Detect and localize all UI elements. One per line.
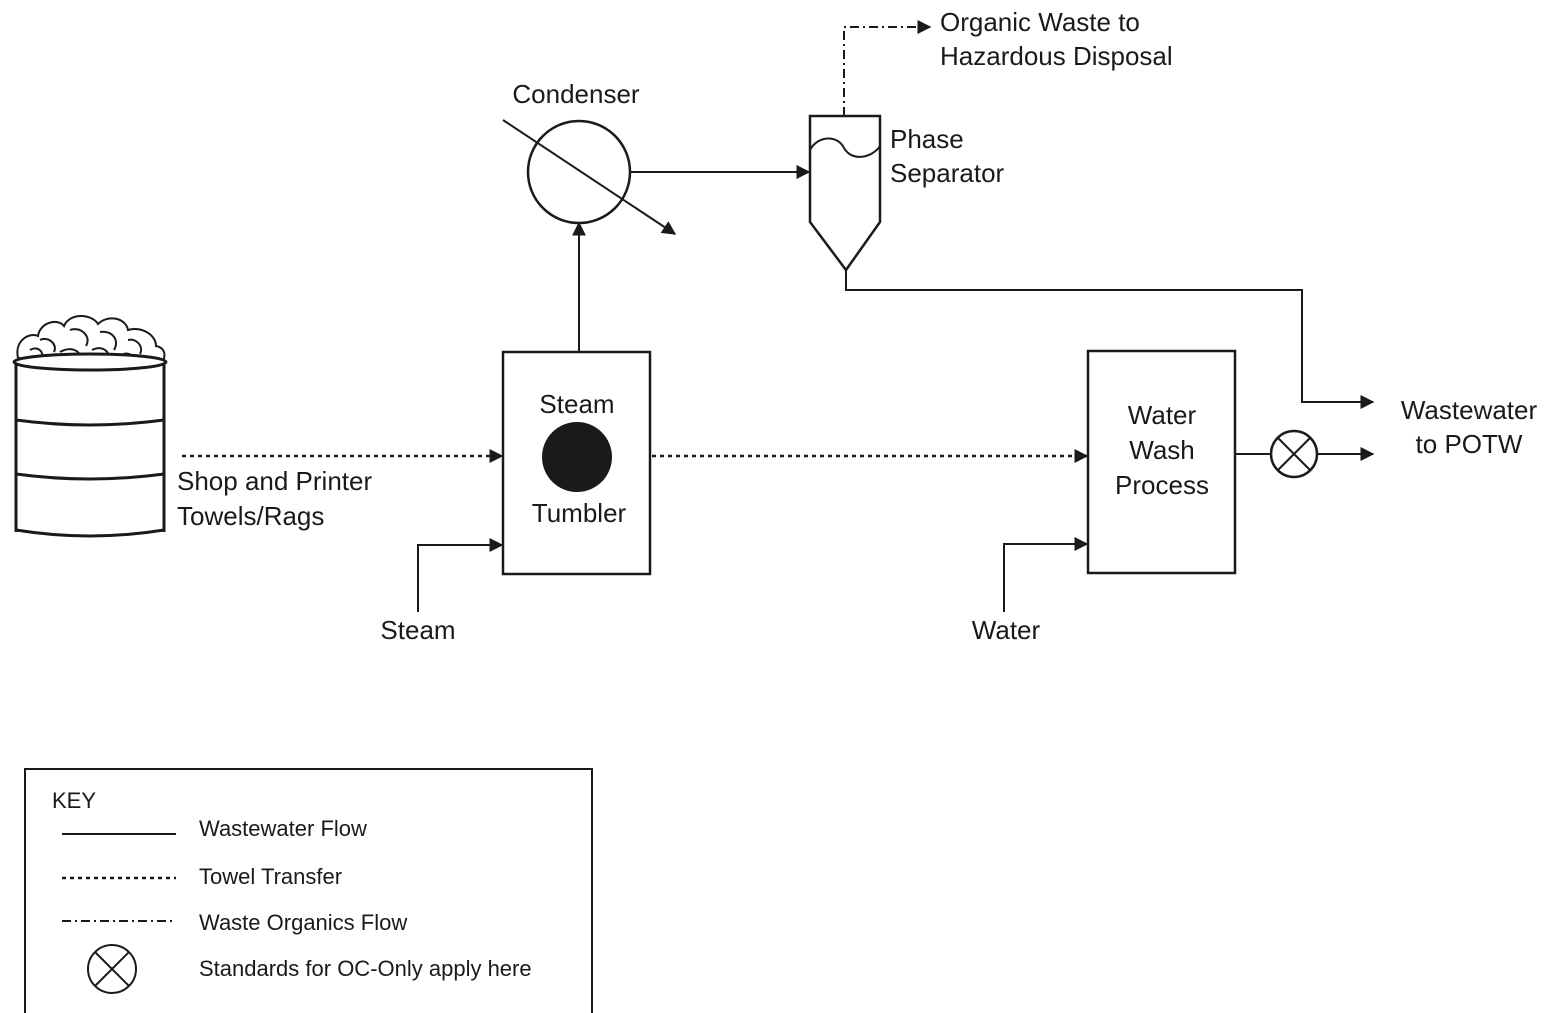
organic-waste-label-2: Hazardous Disposal [940,41,1173,71]
oc-only-standards-icon [1269,429,1319,479]
water-wash-label-3: Process [1115,470,1209,500]
legend-organics-label: Waste Organics Flow [199,910,407,935]
separator-wastewater-line [845,270,1375,409]
condenser-coolant-line [502,119,677,235]
water-wash-label-2: Wash [1129,435,1195,465]
phase-separator-label-1: Phase [890,124,964,154]
water-wash-box [1086,349,1237,575]
rag-drum-icon [12,315,168,538]
tumbler-drum-icon [542,422,612,492]
water-input-line [1003,537,1089,612]
steam-tumbler-label-bottom: Tumbler [532,498,627,528]
legend-towel-label: Towel Transfer [199,864,342,889]
phase-separator-icon [808,114,882,273]
water-wash-label-1: Water [1128,400,1197,430]
wastewater-label-2: to POTW [1416,429,1523,459]
legend-border [24,768,593,1013]
organic-waste-line [843,20,932,116]
legend-standards-icon [87,944,137,994]
steam-tumbler-label-top: Steam [539,389,614,419]
shop-towels-label-1: Shop and Printer [177,466,372,496]
organic-waste-label-1: Organic Waste to [940,7,1140,37]
legend-standards-label: Standards for OC-Only apply here [199,956,532,981]
steam-input-line [417,538,504,612]
legend-title: KEY [52,788,96,813]
legend-key: KEY Wastewater Flow Towel Transfer Waste… [24,768,593,1013]
condenser-label: Condenser [512,79,640,109]
legend-wastewater-label: Wastewater Flow [199,816,367,841]
phase-separator-label-2: Separator [890,158,1005,188]
water-input-label: Water [972,615,1041,645]
shop-towels-label-2: Towels/Rags [177,501,324,531]
wastewater-label-1: Wastewater [1401,395,1538,425]
steam-input-label: Steam [380,615,455,645]
condenser-icon [526,119,632,225]
